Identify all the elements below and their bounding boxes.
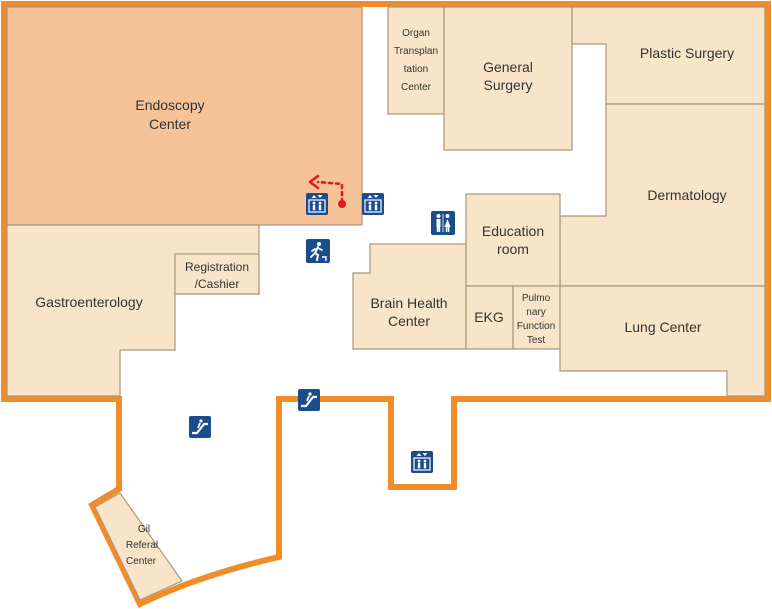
gil-line-1: Gil [138,524,150,535]
pulmonary-line-2: nary [526,307,545,318]
pulmonary-line-4: Test [527,335,546,346]
pulmonary-line-3: Function [517,321,555,332]
svg-text:Plastic Surgery: Plastic Surgery [640,45,734,61]
escalator-icon[interactable] [296,387,322,413]
emergency-exit-icon[interactable] [306,239,330,263]
general-line-2: Surgery [483,77,532,93]
svg-text:Lung Center: Lung Center [624,319,701,335]
ekg-line-1: EKG [474,309,504,325]
registration-cashier-room[interactable]: Registration/Cashier [174,253,260,295]
education-room[interactable]: Education room [465,193,561,287]
plastic-line-1: Plastic Surgery [640,45,734,61]
endoscopy-line-2: Center [149,116,191,132]
ekg-room[interactable]: EKG [465,285,514,350]
gastro-line-1: Gastroenterology [35,294,142,310]
svg-text:Gastroenterology: Gastroenterology [35,294,142,310]
escalator-icon[interactable] [187,414,213,440]
organ-line-1: Organ [402,28,430,39]
restroom-icon[interactable] [431,211,455,235]
dermatology-room[interactable]: Dermatology [559,103,766,287]
endoscopy-line-1: Endoscopy [135,97,204,113]
organ-line-2: Transplan [394,46,438,57]
elevator-icon[interactable] [361,192,385,216]
elevator-icon[interactable] [410,450,434,474]
svg-text:Dermatology: Dermatology [647,187,726,203]
registration-line-2: /Cashier [195,277,240,291]
svg-text:Registration/Cashier: Registration/Cashier [185,260,249,291]
pulmonary-line-1: Pulmo [522,293,551,304]
organ-line-4: Center [401,82,432,93]
education-line-2: room [497,241,529,257]
organ-line-3: tation [404,64,428,75]
lung-center-room[interactable]: Lung Center [559,285,766,397]
plastic-surgery-room[interactable]: Plastic Surgery [571,6,766,105]
dermatology-line-1: Dermatology [647,187,726,203]
general-line-1: General [483,59,533,75]
brain-line-1: Brain Health [370,295,447,311]
lung-line-1: Lung Center [624,319,701,335]
registration-line-1: Registration [185,260,249,274]
brain-line-2: Center [388,313,430,329]
education-line-1: Education [482,223,544,239]
gil-line-2: Referal [126,540,158,551]
gil-line-3: Center [126,556,157,567]
svg-text:EKG: EKG [474,309,504,325]
elevator-icon[interactable] [305,192,329,216]
route-marker [308,174,346,208]
